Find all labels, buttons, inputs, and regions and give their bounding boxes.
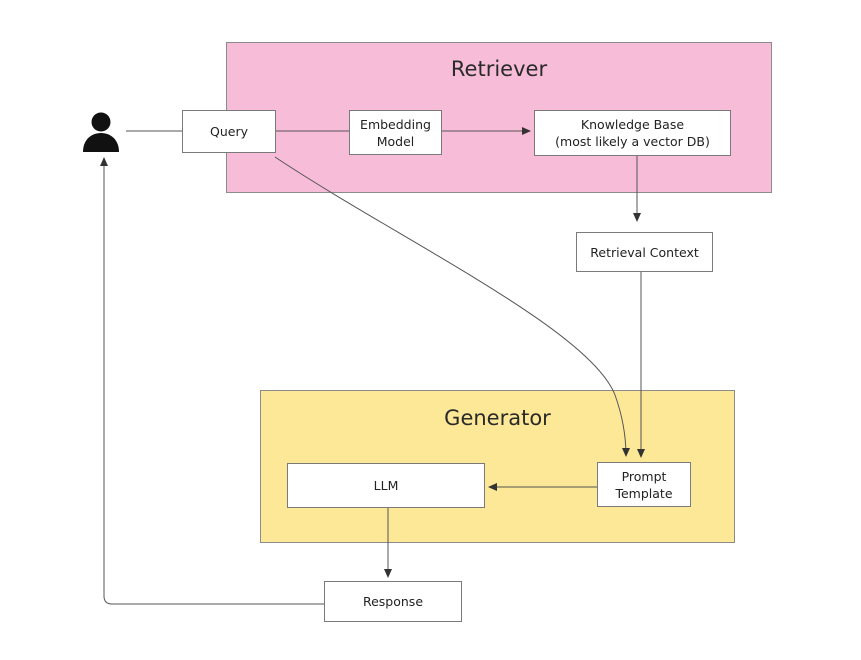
knowledge-base-node: Knowledge Base (most likely a vector DB) — [534, 110, 731, 156]
embedding-model-node: Embedding Model — [349, 110, 442, 155]
prompt-template-node: Prompt Template — [597, 462, 691, 507]
llm-node: LLM — [287, 463, 485, 508]
retriever-title: Retriever — [450, 57, 548, 81]
generator-title: Generator — [444, 406, 551, 430]
query-node: Query — [182, 110, 276, 153]
retrieval-context-node: Retrieval Context — [576, 232, 713, 272]
edge-response-user — [100, 157, 324, 605]
edge-query-prompt — [274, 156, 630, 457]
response-node: Response — [324, 581, 462, 622]
person-icon — [83, 112, 119, 152]
